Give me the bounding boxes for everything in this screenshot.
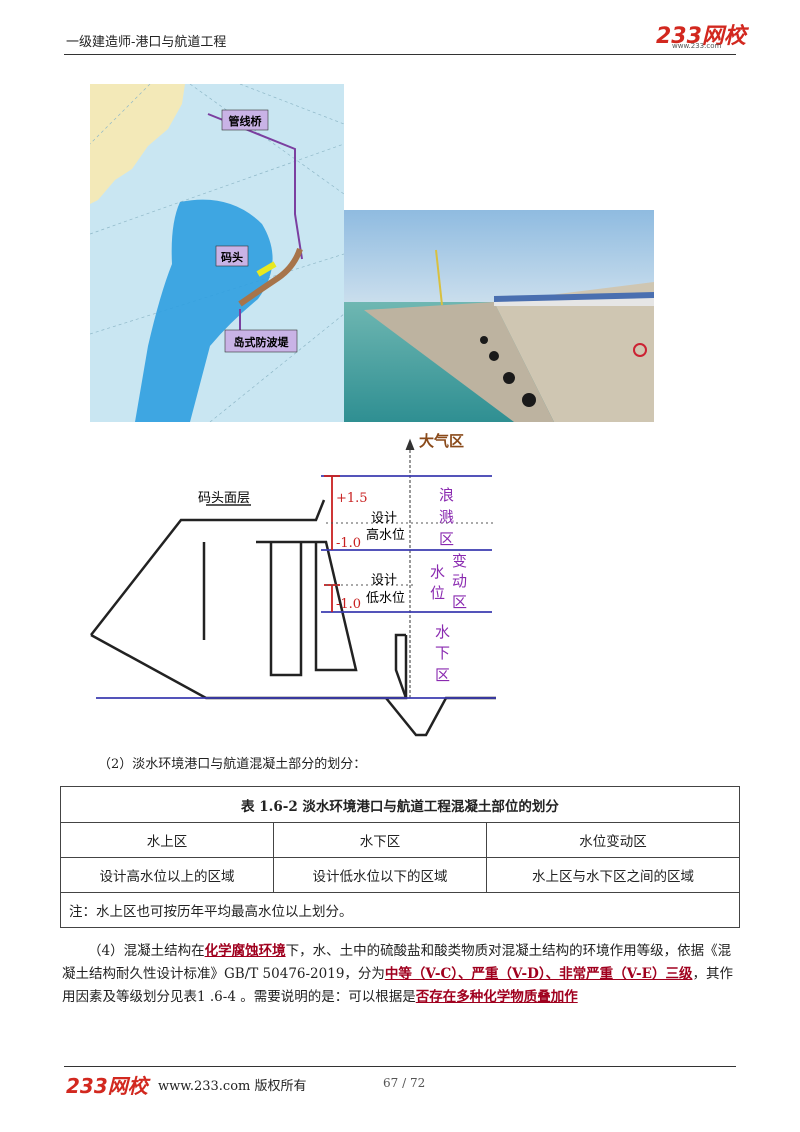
underwater-char-2: 下 — [435, 644, 450, 662]
tidal-char-4: 动 — [452, 572, 467, 590]
label-low-water: 低水位 — [366, 591, 405, 606]
label-minus-1-0-high: -1.0 — [336, 536, 361, 551]
label-minus-1-0-low: -1.0 — [336, 597, 361, 612]
section-2-heading: （2）淡水环境港口与航道混凝土部分的划分： — [98, 757, 367, 772]
header-divider — [64, 54, 736, 55]
p4-highlight-3: 否存在多种化学物质叠加作 — [415, 989, 578, 1005]
label-design-high: 设计 — [371, 511, 397, 526]
table-header-cell: 水下区 — [273, 822, 488, 858]
p4-text-3: ，其作用因素及等级划分见表1 .6-4 。需要说明的是：可以根据是 — [62, 966, 733, 1005]
splash-char-1: 浪 — [439, 486, 454, 504]
exposure-zone-diagram: 码头面层 +1.5 -1.0 -1.0 设计 高水位 设计 低水位 大气区 浪 … — [90, 432, 496, 737]
brand-url: www.233.com — [672, 42, 722, 50]
p4-text-2: 下，水、土中的硫酸盐和酸类物质对混凝土结构的环境作用等级，依据《混凝土结构耐久性… — [62, 943, 732, 982]
table-cell: 设计低水位以下的区域 — [273, 857, 488, 893]
paragraph-4: （4）混凝土结构在化学腐蚀环境下，水、土中的硫酸盐和酸类物质对混凝土结构的环境作… — [62, 940, 738, 1009]
label-breakwater: 岛式防波堤 — [234, 335, 290, 349]
table-header-cell: 水上区 — [59, 822, 275, 858]
table-note: 注：水上区也可按历年平均最高水位以上划分。 — [60, 892, 740, 928]
footer-divider — [64, 1066, 736, 1067]
splash-char-2: 溅 — [439, 508, 454, 526]
table-header-cell: 水位变动区 — [486, 822, 740, 858]
label-pipe-bridge: 管线桥 — [229, 114, 263, 128]
underwater-char-1: 水 — [435, 623, 450, 641]
tidal-char-3: 变 — [452, 552, 467, 570]
p4-highlight-2: 中等（V-C）、严重（V-D）、非常严重（V-E）三级 — [384, 966, 693, 982]
p4-text-1: （4）混凝土结构在 — [88, 943, 205, 959]
table-caption: 表 1.6-2 淡水环境港口与航道工程混凝土部位的划分 — [60, 786, 740, 823]
wharf-photo — [344, 210, 654, 422]
port-map-image: 管线桥 码头 岛式防波堤 — [90, 84, 344, 422]
header-title: 一级建造师-港口与航道工程 — [66, 35, 227, 50]
table-cell: 设计高水位以上的区域 — [59, 857, 275, 893]
tidal-char-5: 区 — [452, 593, 467, 611]
page-number: 67 / 72 — [383, 1076, 426, 1090]
label-deck-level: 码头面层 — [198, 491, 250, 506]
tidal-char-1: 水 — [430, 563, 445, 581]
p4-highlight-1: 化学腐蚀环境 — [204, 943, 286, 959]
zone-table: 表 1.6-2 淡水环境港口与航道工程混凝土部位的划分 水上区 水下区 水位变动… — [59, 786, 740, 928]
brand-logo: 233网校 — [656, 24, 746, 49]
label-plus-1-5: +1.5 — [336, 491, 368, 506]
label-design-low: 设计 — [371, 573, 397, 588]
footer-logo: 233网校 — [66, 1074, 148, 1098]
label-high-water: 高水位 — [366, 527, 405, 543]
table-cell: 水上区与水下区之间的区域 — [486, 857, 740, 893]
label-wharf: 码头 — [221, 250, 243, 264]
underwater-char-3: 区 — [435, 666, 450, 684]
footer-copyright: www.233.com 版权所有 — [158, 1079, 307, 1094]
tidal-char-2: 位 — [430, 584, 445, 602]
splash-char-3: 区 — [439, 530, 454, 548]
label-atmosphere-zone: 大气区 — [419, 432, 464, 450]
